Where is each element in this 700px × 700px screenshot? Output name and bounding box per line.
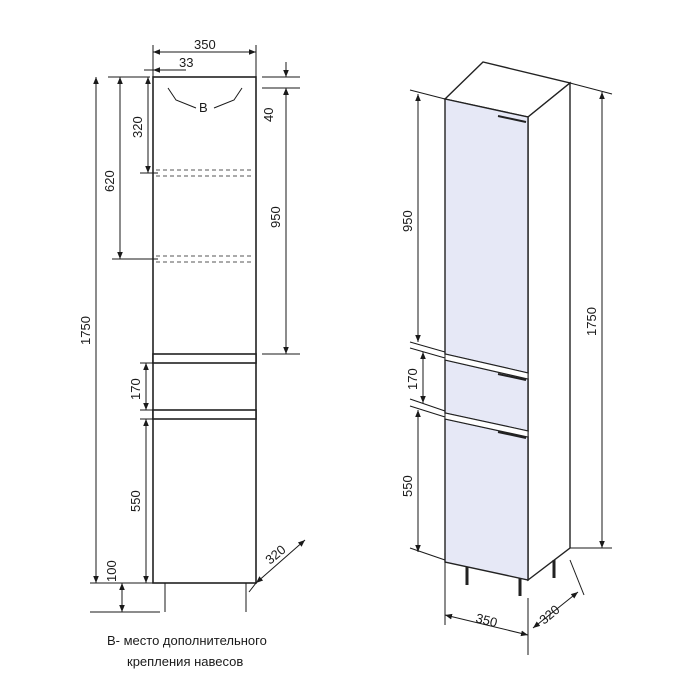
iso-dim-950-label: 950 bbox=[400, 210, 415, 232]
dim-620-label: 620 bbox=[102, 170, 117, 192]
iso-lower-door bbox=[444, 418, 529, 581]
iso-handle-drawer bbox=[497, 373, 527, 381]
dim-170-front-label: 170 bbox=[128, 378, 143, 400]
front-cabinet-body bbox=[152, 76, 257, 584]
iso-dim-350 bbox=[444, 613, 529, 637]
dim-33-label: 33 bbox=[179, 55, 193, 70]
iso-dim-350-label: 350 bbox=[474, 610, 499, 630]
note-line-1: В- место дополнительного bbox=[107, 633, 267, 648]
iso-upper-door bbox=[444, 98, 529, 374]
iso-ext-1750-top bbox=[569, 82, 613, 95]
front-view: 350 33 B 40 950 320 620 1750 170 bbox=[78, 37, 306, 613]
iso-dim-550-label: 550 bbox=[400, 475, 415, 497]
dim-550-front-label: 550 bbox=[128, 490, 143, 512]
dim-320-label: 320 bbox=[130, 116, 145, 138]
iso-ext-550-b bbox=[409, 547, 446, 561]
iso-ext-top bbox=[409, 89, 446, 100]
note-line-2: крепления навесов bbox=[127, 654, 243, 669]
dim-100-label: 100 bbox=[104, 560, 119, 582]
dim-950-label: 950 bbox=[268, 206, 283, 228]
iso-ext-320 bbox=[569, 559, 585, 596]
divider-top bbox=[152, 353, 257, 364]
iso-dim-320 bbox=[532, 591, 579, 629]
iso-ext-170-a bbox=[409, 347, 446, 359]
iso-dim-170-label: 170 bbox=[405, 368, 420, 390]
mark-b-left bbox=[167, 87, 197, 109]
mark-b-right bbox=[213, 87, 243, 109]
iso-dim-320-label: 320 bbox=[536, 602, 562, 627]
iso-side-face bbox=[527, 81, 571, 582]
iso-dim-1750-label: 1750 bbox=[584, 307, 599, 336]
dim-320-depth-label: 320 bbox=[262, 542, 288, 567]
dim-320-depth bbox=[255, 539, 306, 584]
dim-1750-front-label: 1750 bbox=[78, 316, 93, 345]
iso-handle-upper bbox=[497, 115, 527, 123]
label-b: B bbox=[199, 100, 208, 115]
iso-ext-950-b bbox=[409, 341, 446, 353]
divider-bottom bbox=[152, 409, 257, 420]
dim-350-label: 350 bbox=[194, 37, 216, 52]
iso-view: 950 170 550 1750 350 320 bbox=[400, 61, 613, 655]
dim-40-label: 40 bbox=[261, 108, 276, 122]
ext-depth bbox=[248, 582, 257, 593]
iso-ext-170-b bbox=[409, 398, 446, 412]
iso-ext-550-a bbox=[409, 405, 446, 418]
iso-handle-lower bbox=[497, 431, 527, 439]
